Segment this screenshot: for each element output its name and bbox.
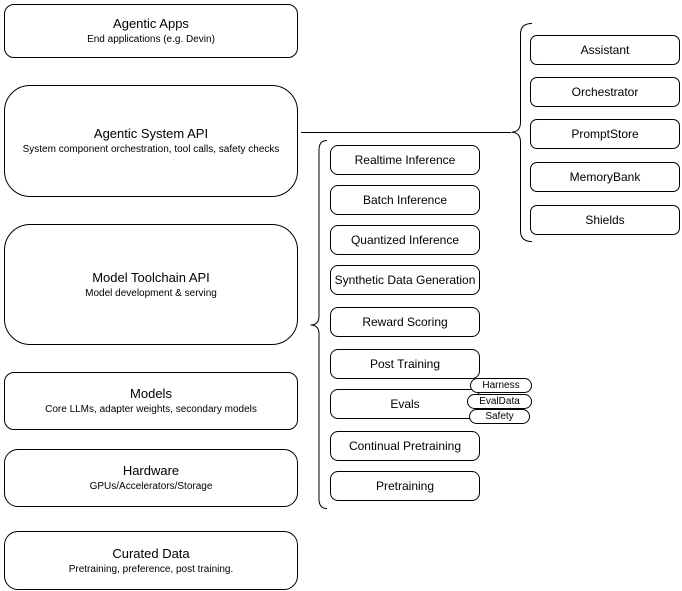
tag-harness: Harness — [470, 378, 532, 393]
node-models: Models Core LLMs, adapter weights, secon… — [4, 372, 298, 430]
node-quantized-inference: Quantized Inference — [330, 225, 480, 255]
node-orchestrator: Orchestrator — [530, 77, 680, 107]
node-label: Pretraining — [375, 479, 435, 493]
tag-safety: Safety — [469, 409, 530, 424]
node-label: PromptStore — [571, 127, 639, 141]
node-realtime-inference: Realtime Inference — [330, 145, 480, 175]
node-batch-inference: Batch Inference — [330, 185, 480, 215]
tag-label: Harness — [482, 380, 520, 391]
node-model-toolchain-api: Model Toolchain API Model development & … — [4, 224, 298, 345]
node-label: Evals — [390, 397, 420, 411]
node-synthetic-data-generation: Synthetic Data Generation — [330, 265, 480, 295]
node-pretraining: Pretraining — [330, 471, 480, 501]
node-subtitle: Pretraining, preference, post training. — [68, 563, 234, 575]
node-agentic-apps: Agentic Apps End applications (e.g. Devi… — [4, 4, 298, 58]
node-label: Post Training — [369, 357, 441, 371]
node-label: Reward Scoring — [362, 315, 448, 329]
node-label: Batch Inference — [362, 193, 448, 207]
node-subtitle: Model development & serving — [85, 287, 217, 299]
node-title: Agentic Apps — [113, 16, 189, 31]
tag-label: Safety — [485, 411, 514, 422]
node-title: Model Toolchain API — [92, 269, 210, 285]
node-promptstore: PromptStore — [530, 119, 680, 149]
node-subtitle: System component orchestration, tool cal… — [22, 144, 280, 155]
brace-system-components — [511, 23, 533, 242]
node-assistant: Assistant — [530, 35, 680, 65]
node-title: Models — [130, 386, 172, 401]
node-label: MemoryBank — [569, 170, 641, 184]
node-label: Synthetic Data Generation — [334, 273, 476, 287]
node-label: Shields — [585, 213, 625, 227]
node-curated-data: Curated Data Pretraining, preference, po… — [4, 531, 298, 590]
node-reward-scoring: Reward Scoring — [330, 307, 480, 337]
tag-label: EvalData — [479, 396, 520, 407]
node-label: Realtime Inference — [354, 153, 456, 167]
node-label: Orchestrator — [571, 85, 639, 99]
node-shields: Shields — [530, 205, 680, 235]
node-title: Agentic System API — [93, 126, 209, 141]
node-label: Continual Pretraining — [348, 439, 462, 453]
tag-evaldata: EvalData — [467, 394, 532, 409]
node-evals: Evals — [330, 389, 480, 419]
node-subtitle: Core LLMs, adapter weights, secondary mo… — [45, 404, 257, 415]
node-post-training: Post Training — [330, 349, 480, 379]
node-title: Hardware — [122, 463, 180, 478]
node-label: Quantized Inference — [350, 233, 460, 247]
node-agentic-system-api: Agentic System API System component orch… — [4, 85, 298, 197]
node-title: Curated Data — [112, 545, 190, 561]
node-subtitle: GPUs/Accelerators/Storage — [89, 481, 213, 492]
node-memorybank: MemoryBank — [530, 162, 680, 192]
node-continual-pretraining: Continual Pretraining — [330, 431, 480, 461]
node-label: Assistant — [580, 43, 630, 57]
node-subtitle: End applications (e.g. Devin) — [87, 34, 215, 45]
node-hardware: Hardware GPUs/Accelerators/Storage — [4, 449, 298, 507]
brace-toolchain-capabilities — [310, 140, 328, 509]
